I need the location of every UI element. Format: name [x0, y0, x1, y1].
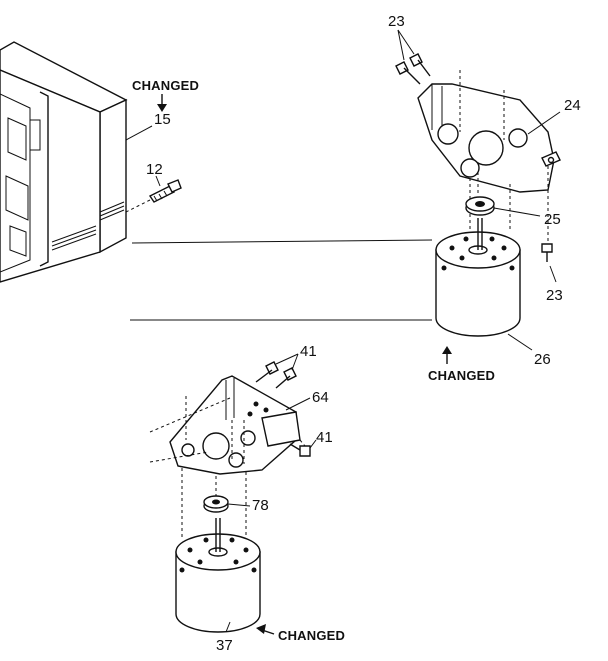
label-12: 12	[146, 161, 163, 178]
label-37: 37	[216, 637, 233, 654]
label-78: 78	[252, 497, 269, 514]
screws-part-23-top	[395, 53, 431, 85]
label-64: 64	[312, 389, 329, 406]
screw-part-12	[148, 179, 182, 203]
motor-part-37	[175, 518, 261, 633]
changed-note-15: CHANGED	[132, 78, 199, 93]
bracket-part-64	[169, 375, 301, 475]
screw-part-23-bottom	[541, 243, 553, 262]
screw-part-41-bottom	[289, 443, 311, 457]
changed-note-26: CHANGED	[428, 368, 495, 383]
bracket-part-24	[417, 83, 561, 193]
label-23-top: 23	[388, 13, 405, 30]
label-23-bottom: 23	[546, 287, 563, 304]
label-24: 24	[564, 97, 581, 114]
label-26: 26	[534, 351, 551, 368]
changed-note-37: CHANGED	[278, 628, 345, 643]
label-41-top: 41	[300, 343, 317, 360]
bushing-part-25	[465, 196, 495, 216]
label-41-bottom: 41	[316, 429, 333, 446]
label-25: 25	[544, 211, 561, 228]
bushing-part-78	[203, 495, 229, 513]
housing-part-15	[0, 41, 128, 283]
label-15: 15	[154, 111, 171, 128]
screws-part-41-top	[255, 361, 297, 389]
motor-part-26	[435, 218, 521, 337]
